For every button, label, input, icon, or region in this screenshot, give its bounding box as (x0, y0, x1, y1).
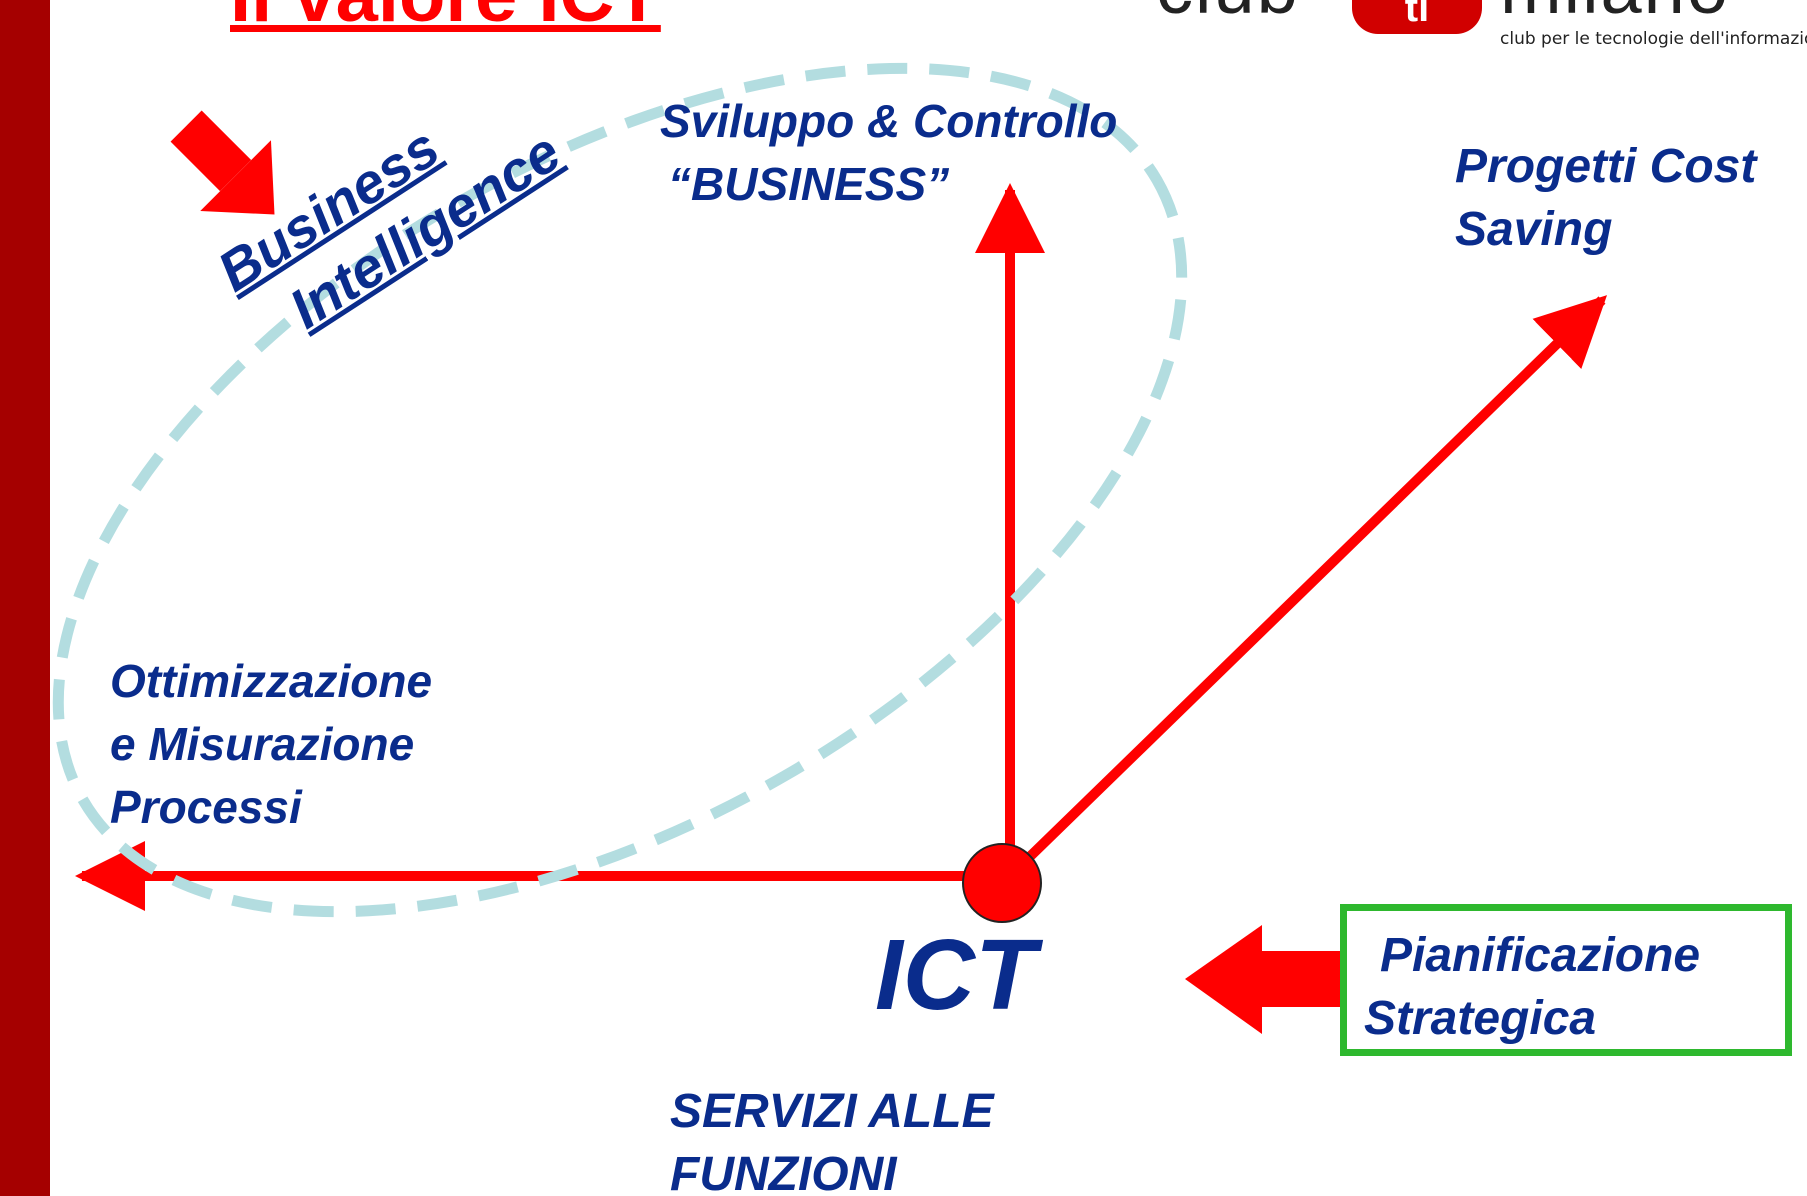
logo-right-word: milano (1500, 0, 1730, 28)
strategic-planning-label-line-1: Pianificazione (1380, 929, 1701, 982)
bottom-label-line-2: FUNZIONI (670, 1148, 897, 1196)
logo-badge-text: ti (1404, 0, 1430, 30)
ict-center-node (962, 843, 1042, 923)
logo-tagline: club per le tecnologie dell'informazione (1500, 29, 1807, 49)
bottom-label: SERVIZI ALLE FUNZIONI (670, 1080, 994, 1196)
axis-left-label-line-2: e Misurazione (110, 718, 415, 770)
logo-left-word: club (1156, 0, 1300, 28)
axis-left-label-line-1: Ottimizzazione (110, 655, 433, 707)
highlight-ellipse (52, 62, 1188, 918)
slide-title: Il valore ICT (230, 0, 661, 36)
logo-badge: ti (1352, 0, 1482, 34)
axis-up-label-line-1: Sviluppo & Controllo (660, 95, 1118, 147)
left-accent-bar (0, 0, 50, 1196)
axis-left-label-line-3: Processi (110, 781, 302, 833)
strategic-planning-label: Pianificazione Strategica (1364, 924, 1700, 1050)
axis-diagonal-arrow (1006, 295, 1608, 880)
down-right-arrow-icon (170, 110, 275, 215)
bottom-label-line-1: SERVIZI ALLE (670, 1085, 994, 1138)
axis-diagonal-label-line-2: Saving (1455, 203, 1613, 256)
axis-left-label: Ottimizzazione e Misurazione Processi (110, 650, 432, 839)
left-arrow-icon (1185, 925, 1344, 1034)
strategic-planning-box (1340, 904, 1792, 1056)
axis-diagonal-label: Progetti Cost Saving (1455, 135, 1756, 261)
axis-up-label-line-2: “BUSINESS” (668, 158, 950, 210)
strategic-planning-label-line-2: Strategica (1364, 992, 1597, 1045)
axis-diagonal-label-line-1: Progetti Cost (1455, 140, 1757, 193)
ict-center-label: ICT (875, 919, 1037, 1031)
axis-up-label: Sviluppo & Controllo “BUSINESS” (660, 90, 1117, 216)
